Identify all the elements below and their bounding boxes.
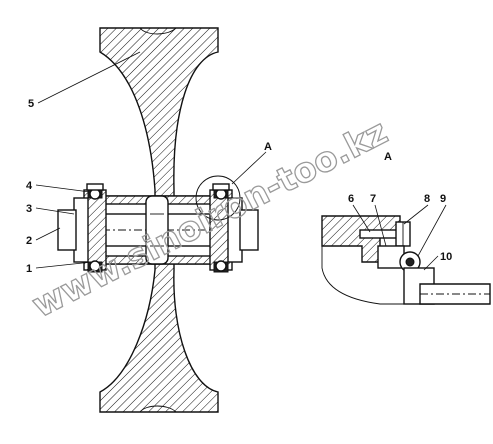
detail-view-a: A 6 7 8 9 10 [321,151,491,305]
callout-10: 10 [440,251,452,263]
detail-title: A [384,151,392,163]
callout-1: 1 [26,263,32,275]
callout-3: 3 [26,203,32,215]
callout-2: 2 [26,235,32,247]
callout-5: 5 [28,98,34,110]
detail-a-circle [195,175,241,221]
right-seal-group [209,183,259,273]
callout-8: 8 [424,193,430,205]
wheel-rim-section [99,27,219,206]
callout-4: 4 [26,180,33,192]
callout-9: 9 [440,193,446,205]
callout-6: 6 [348,193,354,205]
callout-7: 7 [370,193,376,205]
left-seal-group [57,183,107,273]
detail-circle-label: A [264,141,272,153]
main-section-view: 1 2 3 4 5 A [26,27,272,413]
